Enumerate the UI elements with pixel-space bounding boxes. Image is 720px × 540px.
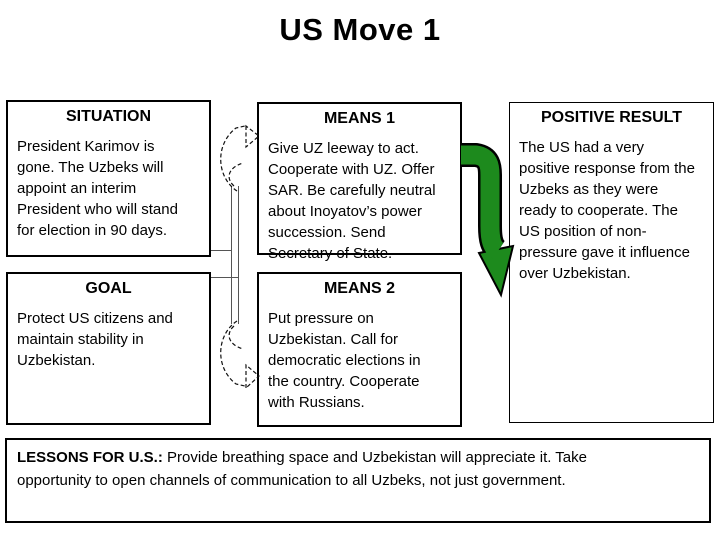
means2-body: Put pressure on Uzbekistan. Call for dem… <box>268 310 421 411</box>
goal-box: GOAL Protect US citizens and maintain st… <box>6 272 211 425</box>
goal-body: Protect US citizens and maintain stabili… <box>17 310 173 369</box>
means1-heading: MEANS 1 <box>323 110 396 127</box>
positive-result-heading: POSITIVE RESULT <box>540 109 683 126</box>
goal-heading: GOAL <box>85 280 132 297</box>
situation-body: President Karimov is gone. The Uzbeks wi… <box>17 138 178 239</box>
connector-lines <box>211 186 239 324</box>
situation-box: SITUATION President Karimov is gone. The… <box>6 100 211 257</box>
means2-heading: MEANS 2 <box>323 280 396 297</box>
positive-result-body: The US had a very positive response from… <box>519 139 695 282</box>
green-curved-arrow-icon <box>461 143 515 298</box>
means2-box: MEANS 2 Put pressure on Uzbekistan. Call… <box>257 272 462 427</box>
situation-heading: SITUATION <box>65 108 152 125</box>
slide-title: US Move 1 <box>279 12 441 47</box>
lessons-box: LESSONS FOR U.S.: Provide breathing spac… <box>5 438 711 523</box>
lessons-label: LESSONS FOR U.S.: <box>17 449 168 466</box>
lessons-text: Provide breathing space and Uzbekistan w… <box>17 449 587 489</box>
means1-body: Give UZ leeway to act. Cooperate with UZ… <box>268 140 436 262</box>
dashed-curved-arrow-means1-icon <box>220 124 260 192</box>
positive-result-box: POSITIVE RESULT The US had a very positi… <box>509 102 714 423</box>
means1-box: MEANS 1 Give UZ leeway to act. Cooperate… <box>257 102 462 262</box>
dashed-curved-arrow-means2-icon <box>220 320 260 390</box>
